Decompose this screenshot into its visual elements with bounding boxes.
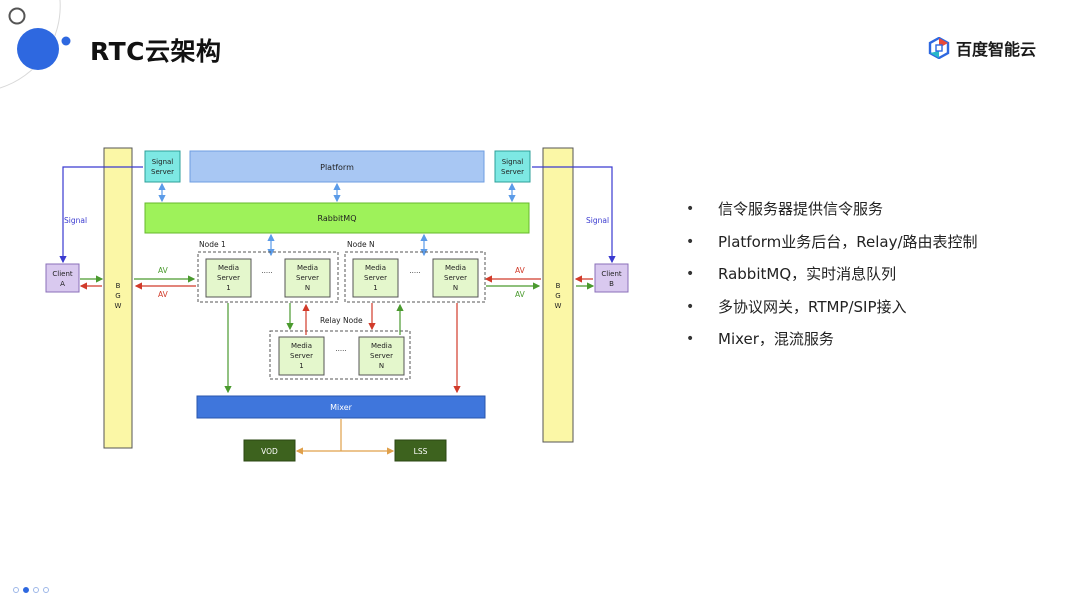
signal-label-left: Signal	[64, 216, 87, 225]
relay-ellipsis: .....	[335, 345, 346, 353]
nodeN-msn-line2: Server	[444, 274, 467, 282]
node1-msn-line1: Media	[297, 264, 318, 272]
bullet-item: Mixer，混流服务	[686, 327, 978, 360]
node1-ellipsis: .....	[261, 267, 272, 275]
platform-box	[189, 150, 485, 183]
signal-server-right-line2: Server	[501, 168, 524, 176]
pager-dot[interactable]	[33, 587, 39, 593]
nodeN-ms1-line1: Media	[365, 264, 386, 272]
bgw-right-letter-g: G	[555, 292, 560, 300]
node1-container	[197, 251, 339, 303]
decorative-circles	[0, 0, 71, 89]
node1-ms1-line2: Server	[217, 274, 240, 282]
relay-ms1-line3: 1	[299, 362, 303, 370]
bgw-left-letter-g: G	[115, 292, 120, 300]
tiny-blue-dot-decoration	[61, 36, 71, 46]
bgw-left	[103, 147, 133, 449]
vod-label: VOD	[261, 447, 278, 456]
node1-media-server-1	[205, 258, 252, 298]
signal-server-left-line2: Server	[151, 168, 174, 176]
nodeN-ellipsis: .....	[409, 267, 420, 275]
node1-ms1-line3: 1	[226, 284, 230, 292]
brand-logo: 百度智能云	[928, 36, 1036, 60]
relay-node-label: Relay Node	[320, 316, 363, 325]
large-blue-dot-decoration	[17, 28, 59, 70]
bgw-left-letter-w: W	[115, 302, 122, 310]
lss-box	[394, 439, 447, 462]
bgw-right-letter-w: W	[555, 302, 562, 310]
bullet-item: 信令服务器提供信令服务	[686, 197, 978, 230]
platform-label: Platform	[320, 163, 354, 172]
baidu-cloud-logo-icon	[928, 37, 950, 59]
av-label-right-top: AV	[515, 266, 526, 275]
relay-media-server-1	[278, 336, 325, 376]
bullet-item: 多协议网关，RTMP/SIP接入	[686, 295, 978, 328]
bullet-item: Platform业务后台，Relay/路由表控制	[686, 230, 978, 263]
client-b-line2: B	[609, 280, 614, 288]
signal-server-right-line1: Signal	[502, 158, 524, 166]
nodeN-ms1-line3: 1	[373, 284, 377, 292]
client-a-box	[45, 263, 80, 293]
av-label-left-top: AV	[158, 266, 169, 275]
nodeN-media-server-n	[432, 258, 479, 298]
node1-media-server-n	[284, 258, 331, 298]
relay-media-server-n	[358, 336, 405, 376]
relay-ms1-line2: Server	[290, 352, 313, 360]
pager-dot[interactable]	[13, 587, 19, 593]
nodeN-msn-line3: N	[453, 284, 458, 292]
relay-ms1-line1: Media	[291, 342, 312, 350]
nodeN-label: Node N	[347, 240, 375, 249]
nodeN-ms1-line2: Server	[364, 274, 387, 282]
nodeN-msn-line1: Media	[445, 264, 466, 272]
bullet-item: RabbitMQ，实时消息队列	[686, 262, 978, 295]
rabbitmq-box	[144, 202, 530, 234]
feature-bullet-list: 信令服务器提供信令服务 Platform业务后台，Relay/路由表控制 Rab…	[686, 197, 978, 360]
av-label-left-bottom: AV	[158, 290, 169, 299]
rabbitmq-label: RabbitMQ	[318, 214, 357, 223]
mixer-label: Mixer	[330, 403, 353, 412]
node1-label: Node 1	[199, 240, 226, 249]
relay-msn-line3: N	[379, 362, 384, 370]
client-a-line2: A	[60, 280, 65, 288]
client-b-box	[594, 263, 629, 293]
signal-server-right-box	[494, 150, 531, 183]
av-label-right-bottom: AV	[515, 290, 526, 299]
bgw-right	[542, 147, 574, 443]
node1-ms1-line1: Media	[218, 264, 239, 272]
pager-dot-active[interactable]	[23, 587, 29, 593]
relay-msn-line1: Media	[371, 342, 392, 350]
lss-label: LSS	[414, 447, 428, 456]
client-b-line1: Client	[601, 270, 622, 278]
slide-pager	[13, 587, 49, 593]
signal-label-right: Signal	[586, 216, 609, 225]
node1-msn-line3: N	[305, 284, 310, 292]
relay-node-container	[269, 330, 411, 380]
client-a-line1: Client	[52, 270, 73, 278]
small-ring-decoration	[8, 7, 26, 25]
vod-box	[243, 439, 296, 462]
signal-server-left-line1: Signal	[152, 158, 174, 166]
bgw-left-letter-b: B	[116, 282, 121, 290]
brand-name: 百度智能云	[956, 40, 1037, 59]
pager-dot[interactable]	[43, 587, 49, 593]
mixer-box	[196, 395, 486, 419]
slide-title: RTC云架构	[90, 37, 222, 66]
node1-msn-line2: Server	[296, 274, 319, 282]
nodeN-media-server-1	[352, 258, 399, 298]
signal-server-left-box	[144, 150, 181, 183]
nodeN-container	[344, 251, 486, 303]
relay-msn-line2: Server	[370, 352, 393, 360]
bgw-right-letter-b: B	[556, 282, 561, 290]
